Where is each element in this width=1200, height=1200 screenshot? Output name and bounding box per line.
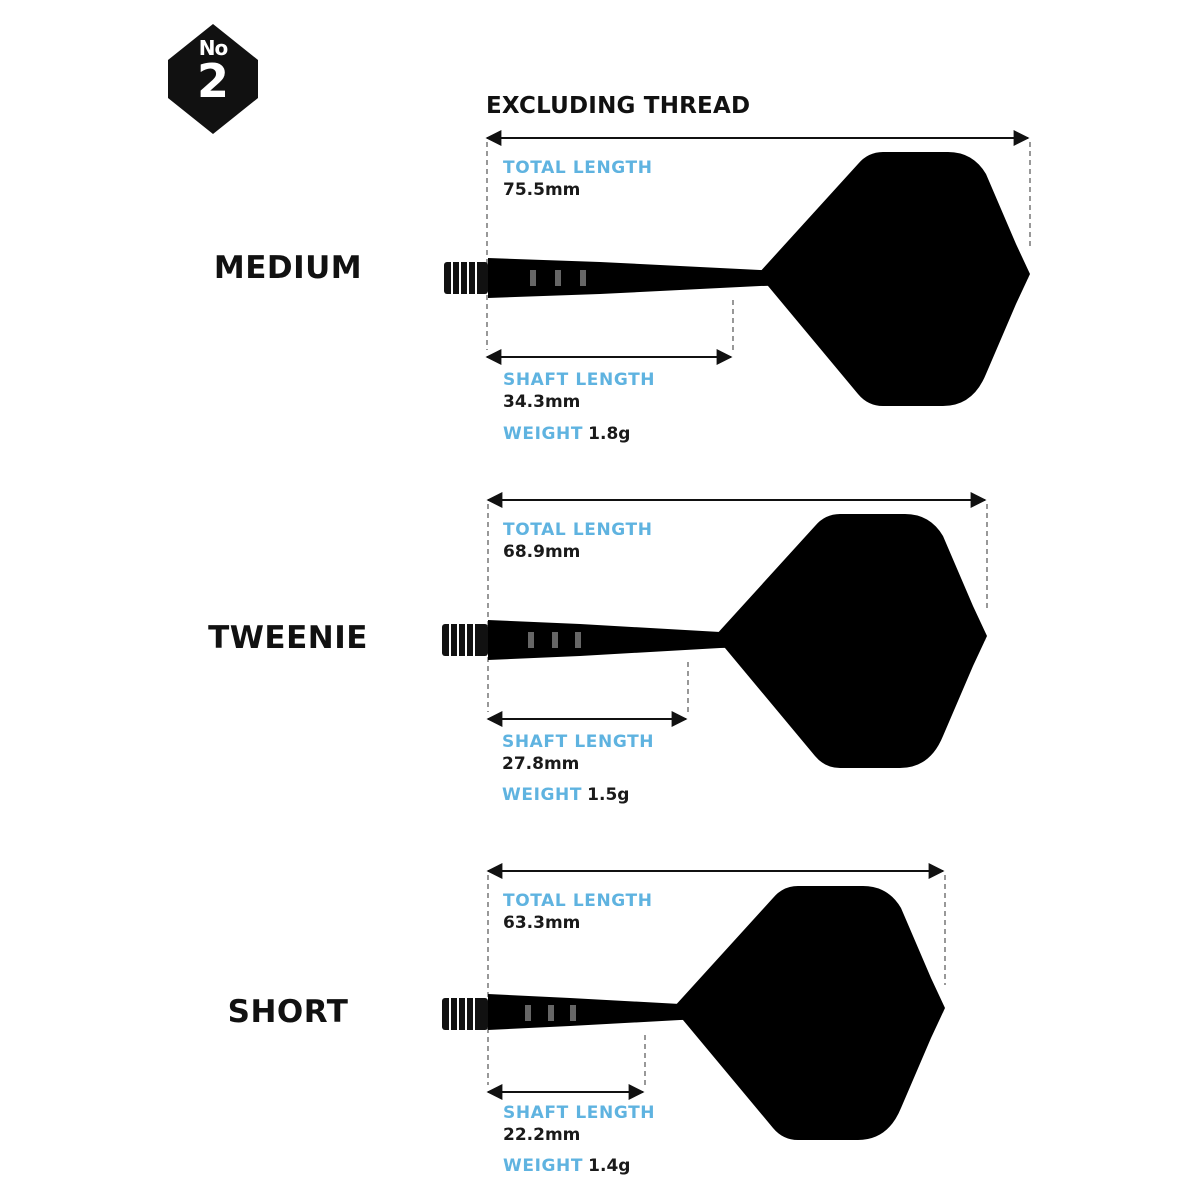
- variant-name: SHORT: [227, 994, 349, 1030]
- weight-label: WEIGHT: [503, 424, 584, 444]
- badge-number: 2: [196, 54, 229, 108]
- dart-short: [442, 863, 946, 1140]
- weight-row: WEIGHT 1.4g: [503, 1156, 630, 1176]
- badge-shape: [168, 24, 258, 134]
- heading-excluding-thread: EXCLUDING THREAD: [486, 93, 751, 119]
- weight-value: 1.8g: [588, 424, 631, 444]
- variant-name: TWEENIE: [208, 620, 368, 656]
- total-length-value: 68.9mm: [503, 542, 581, 562]
- dart-medium: [444, 130, 1031, 406]
- total-length-label: TOTAL LENGTH: [503, 158, 653, 178]
- total-length-label: TOTAL LENGTH: [503, 891, 653, 911]
- shaft-length-label: SHAFT LENGTH: [502, 732, 655, 752]
- number-badge: No 2: [168, 24, 258, 134]
- weight-label: WEIGHT: [503, 1156, 584, 1176]
- shaft-length-value: 22.2mm: [503, 1125, 581, 1145]
- total-length-value: 63.3mm: [503, 913, 581, 933]
- total-length-value: 75.5mm: [503, 180, 581, 200]
- dart-tweenie: [442, 492, 988, 768]
- shaft-length-label: SHAFT LENGTH: [503, 1103, 656, 1123]
- weight-row: WEIGHT 1.8g: [503, 424, 630, 444]
- weight-value: 1.5g: [587, 785, 630, 805]
- variant-name: MEDIUM: [213, 250, 363, 286]
- shaft-length-label: SHAFT LENGTH: [503, 370, 656, 390]
- weight-value: 1.4g: [588, 1156, 631, 1176]
- badge-no-label: No: [198, 36, 228, 60]
- weight-row: WEIGHT 1.5g: [502, 785, 629, 805]
- shaft-length-value: 34.3mm: [503, 392, 581, 412]
- total-length-label: TOTAL LENGTH: [503, 520, 653, 540]
- shaft-length-value: 27.8mm: [502, 754, 580, 774]
- weight-label: WEIGHT: [502, 785, 583, 805]
